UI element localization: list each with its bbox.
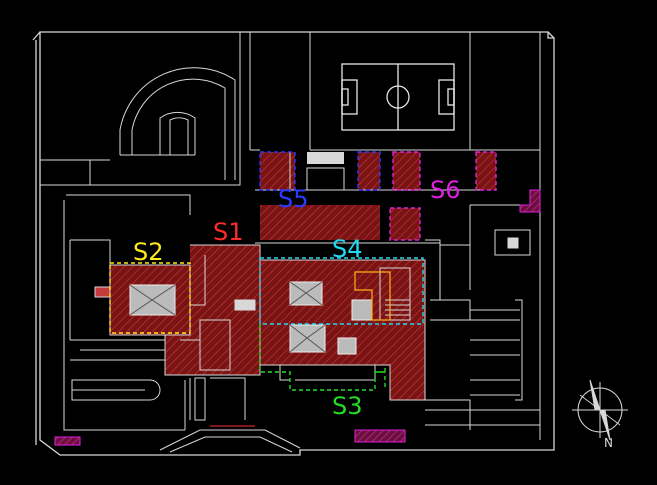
- building-s6-north-b: [476, 152, 496, 190]
- building-s5-north-b: [358, 152, 380, 190]
- soccer-field: [341, 63, 455, 131]
- zone-label-s1: S1: [213, 218, 244, 246]
- zone-label-s4: S4: [332, 235, 363, 263]
- north-arrow-label: N: [604, 436, 613, 450]
- building-s5-block: [260, 205, 380, 240]
- zone-outlines: [109, 151, 497, 391]
- building-s4: [260, 260, 425, 400]
- zone-outline-s6-a: [392, 151, 421, 191]
- zone-labels: S1 S2 S3 S4 S5 S6: [133, 176, 461, 420]
- building-s6-block: [390, 208, 420, 240]
- north-arrow: N: [572, 379, 628, 450]
- roof-s4-d: [351, 299, 373, 321]
- zone-outline-s4: [259, 257, 424, 325]
- roof-s4-c: [337, 337, 357, 355]
- entrance: [159, 425, 301, 453]
- zone-label-s3: S3: [332, 392, 363, 420]
- zone-label-s2: S2: [133, 238, 164, 266]
- building-s5-north-a: [260, 152, 295, 190]
- zone-outline-s3: [259, 324, 386, 391]
- zone-outline-s6-c: [389, 207, 421, 241]
- roofs: [129, 271, 391, 355]
- ramp-structure: [40, 67, 236, 180]
- building-details: [94, 152, 480, 401]
- zone-outline-s5-a: [259, 151, 296, 191]
- zone-label-s5: S5: [278, 185, 309, 213]
- magenta-elements: [54, 189, 541, 446]
- zone-outline-s6-b: [475, 151, 497, 191]
- zone-outline-s2: [109, 262, 191, 334]
- zone-label-s6: S6: [430, 176, 461, 204]
- zone-outline-s5-b: [357, 151, 381, 191]
- site-boundary: [32, 31, 555, 456]
- building-s1: [165, 245, 260, 375]
- building-s6-north-a: [393, 152, 420, 190]
